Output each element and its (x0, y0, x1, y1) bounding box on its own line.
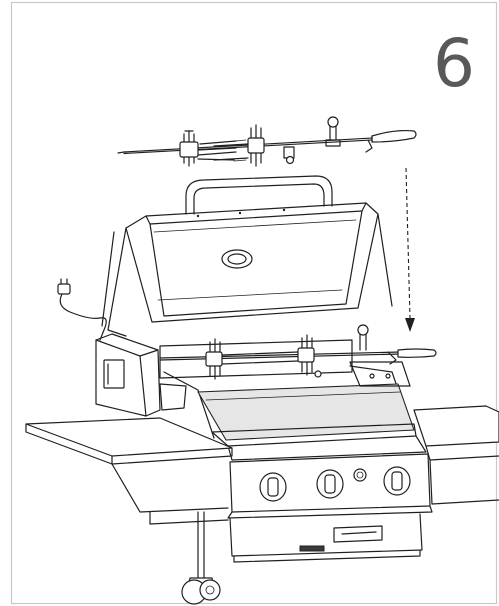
arrow-down-dashed-icon (405, 167, 415, 332)
grill-body-icon (159, 339, 433, 563)
power-cord-icon (57, 278, 107, 341)
grill-lid-icon (101, 175, 393, 337)
panel-border (10, 1, 498, 605)
counterweight-icon (283, 116, 373, 165)
side-shelf-icon (25, 405, 499, 525)
step-number: 6 (433, 25, 475, 102)
spit-fork-icon (179, 124, 265, 167)
igniter-button-icon (353, 468, 367, 482)
temperature-gauge-icon (221, 249, 253, 269)
rotisserie-motor-icon (95, 333, 187, 417)
caster-wheel-icon (181, 511, 221, 605)
spit-rod-icon (117, 129, 417, 155)
spit-rod-installed-icon (159, 324, 437, 380)
control-knob-icon (259, 466, 411, 502)
cabinet-feet-icon (299, 545, 325, 552)
drip-tray-icon (333, 525, 383, 543)
